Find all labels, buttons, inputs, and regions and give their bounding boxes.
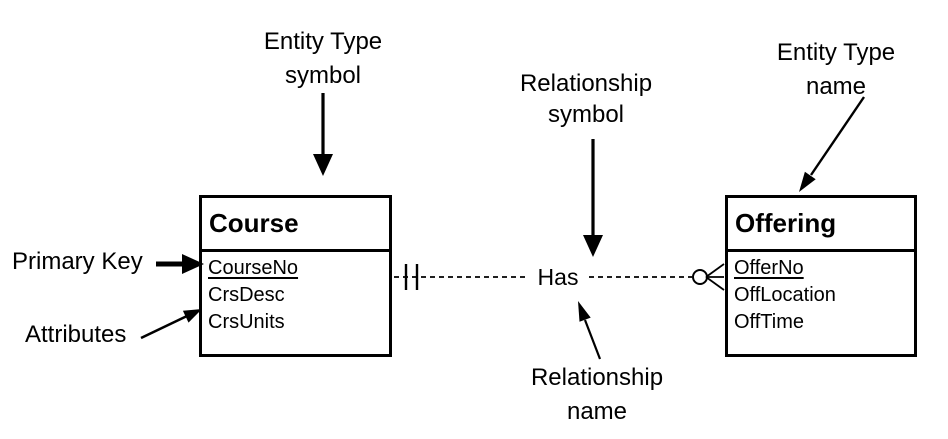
- attributes-label: Attributes: [25, 321, 127, 348]
- attribute-row: CrsDesc: [208, 284, 285, 306]
- one-cardinality-ticks: [404, 264, 419, 290]
- entity-type-name-label: Entity Type name: [776, 39, 896, 100]
- entity-name: Course: [202, 198, 389, 252]
- zero-cardinality-circle: [692, 269, 708, 285]
- relationship-name-label: Relationship name: [530, 364, 664, 425]
- entity-type-symbol-arrow: [313, 93, 333, 176]
- attribute-list: OfferNo OffLocation OffTime: [728, 252, 914, 336]
- attributes-arrow: [140, 309, 202, 340]
- primary-key-arrow: [156, 254, 204, 274]
- primary-key-attribute: CourseNo: [208, 257, 299, 279]
- attribute-list: CourseNo CrsDesc CrsUnits: [202, 252, 389, 336]
- attribute-row: CrsUnits: [208, 311, 285, 333]
- relationship-name-text: Has: [537, 264, 579, 290]
- attribute-row: OffLocation: [734, 284, 836, 306]
- course-entity-box: Course CourseNo CrsDesc CrsUnits: [199, 195, 392, 357]
- primary-key-attribute: OfferNo: [734, 257, 804, 279]
- entity-type-symbol-label: Entity Type symbol: [263, 28, 383, 89]
- entity-type-name-arrow: [799, 96, 865, 192]
- relationship-symbol-arrow: [583, 139, 603, 257]
- many-cardinality-crowsfoot: [705, 263, 725, 291]
- offering-entity-box: Offering OfferNo OffLocation OffTime: [725, 195, 917, 357]
- primary-key-label: Primary Key: [12, 248, 143, 275]
- entity-name: Offering: [728, 198, 914, 252]
- relationship-symbol-label: Relationship symbol: [519, 70, 653, 128]
- attribute-row: OffTime: [734, 311, 805, 333]
- relationship-name-arrow: [578, 301, 602, 360]
